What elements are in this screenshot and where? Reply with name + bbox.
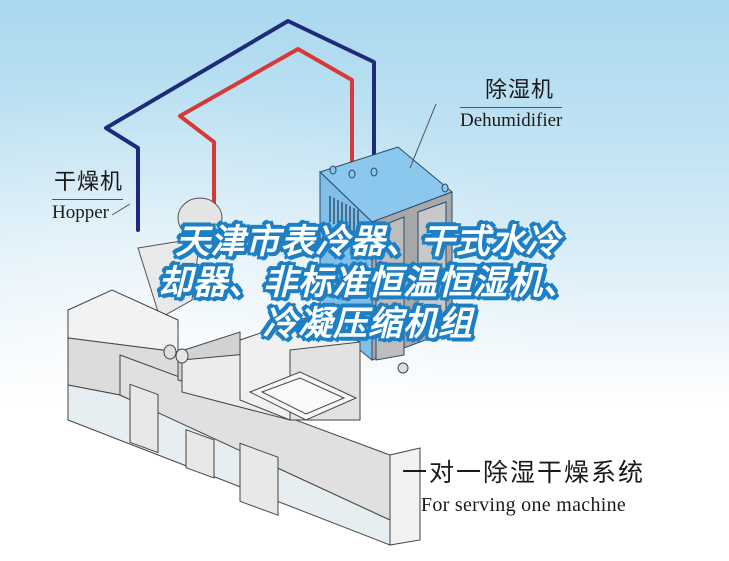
dehumidifier-unit (319, 103, 453, 374)
title-overlay: 天津市表冷器、干式水冷 却器、非标准恒温恒湿机、 冷凝压缩机组 (108, 222, 628, 345)
hopper-label: 干燥机 Hopper (52, 170, 124, 224)
dehumidifier-label: 除湿机 Dehumidifier (460, 78, 563, 132)
hopper-label-cn: 干燥机 (54, 170, 124, 195)
label-underline (460, 107, 563, 108)
dehumidifier-label-cn: 除湿机 (485, 78, 555, 103)
hopper-label-en: Hopper (52, 202, 109, 223)
system-caption-cn: 一对一除湿干燥系统 (402, 458, 646, 487)
system-caption: 一对一除湿干燥系统 For serving one machine (402, 458, 645, 516)
injection-molding-machine (67, 289, 421, 546)
title-overlay-line-2: 却器、非标准恒温恒湿机、 (158, 263, 578, 303)
supply-pipe (104, 19, 376, 232)
system-caption-en: For serving one machine (420, 494, 627, 516)
title-overlay-line-1: 天津市表冷器、干式水冷 (175, 222, 561, 262)
dehumidifier-label-en: Dehumidifier (460, 110, 563, 131)
title-overlay-line-3: 冷凝压缩机组 (263, 304, 473, 344)
label-underline (52, 199, 124, 200)
return-pipe (178, 47, 354, 247)
